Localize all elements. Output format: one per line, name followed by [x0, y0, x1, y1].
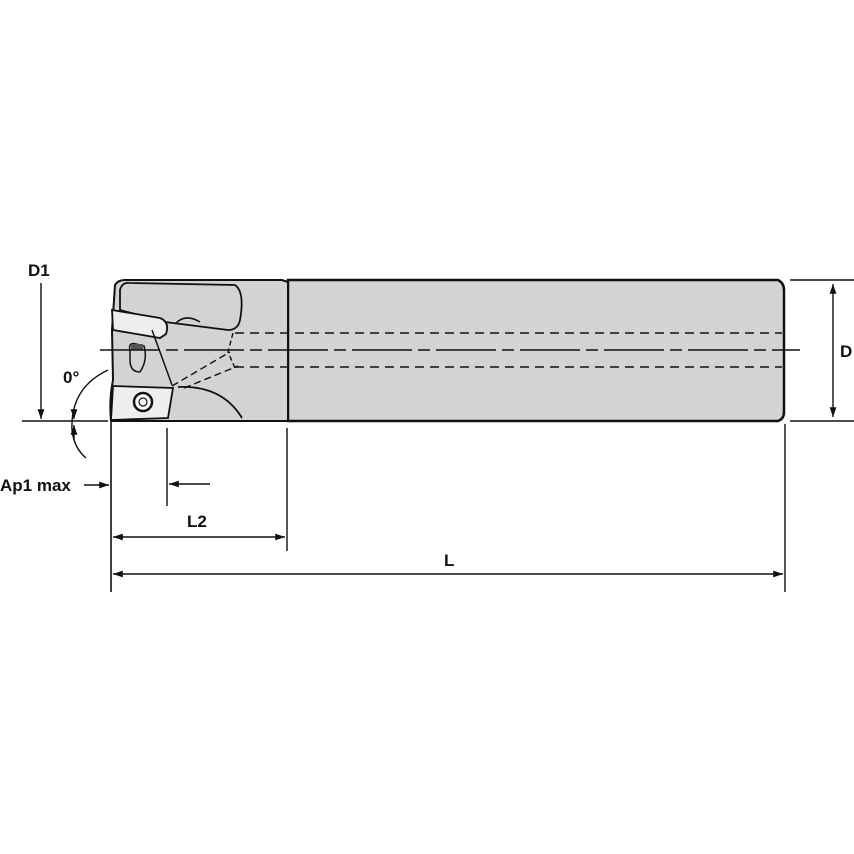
label-d: D — [840, 342, 852, 361]
label-l: L — [444, 551, 454, 570]
upper-insert — [111, 308, 169, 339]
label-angle: 0° — [63, 368, 79, 387]
label-l2: L2 — [187, 512, 207, 531]
torx-screw-icon — [132, 391, 154, 413]
cutter-head — [109, 279, 289, 422]
label-ap1-max: Ap1 max — [0, 476, 71, 495]
label-d1: D1 — [28, 261, 50, 280]
